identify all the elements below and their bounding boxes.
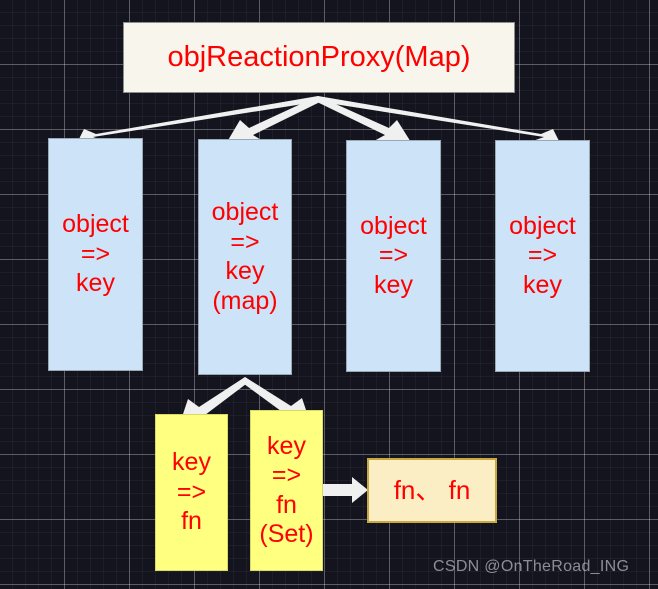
node-object-key-4[interactable]: object => key (495, 140, 590, 372)
node-line: key (523, 270, 562, 299)
node-line: key (76, 269, 115, 298)
node-line: (Set) (259, 520, 314, 548)
node-object-key-3[interactable]: object => key (346, 140, 441, 372)
node-line: object (211, 198, 279, 226)
node-line: object (360, 211, 427, 240)
node-line: key (225, 257, 265, 285)
node-line: key (267, 431, 306, 460)
node-line: key (172, 448, 211, 477)
node-line: fn (181, 507, 202, 536)
node-label: fn、 fn (393, 475, 471, 506)
node-line: => (271, 461, 302, 489)
node-line: object (62, 210, 129, 239)
node-line: => (80, 239, 111, 268)
node-line: => (527, 241, 558, 270)
node-object-key-map[interactable]: object => key (map) (198, 139, 292, 375)
node-key-fn-set[interactable]: key => fn (Set) (250, 410, 323, 571)
watermark: CSDN @OnTheRoad_ING (433, 558, 630, 575)
node-line: fn (276, 490, 297, 519)
node-key-fn[interactable]: key => fn (155, 414, 228, 571)
node-object-key-1[interactable]: object => key (48, 138, 143, 371)
node-line: (map) (212, 286, 278, 315)
node-fn-list[interactable]: fn、 fn (367, 458, 497, 523)
node-obj-reaction-proxy[interactable]: objReactionProxy(Map) (123, 22, 515, 93)
node-line: => (378, 241, 409, 270)
node-line: key (374, 270, 413, 299)
arrow-keyfnset-to-fnlist (322, 477, 368, 503)
node-line: => (230, 227, 260, 256)
node-label: objReactionProxy(Map) (167, 41, 471, 74)
node-line: => (176, 477, 207, 506)
node-line: object (509, 211, 576, 240)
